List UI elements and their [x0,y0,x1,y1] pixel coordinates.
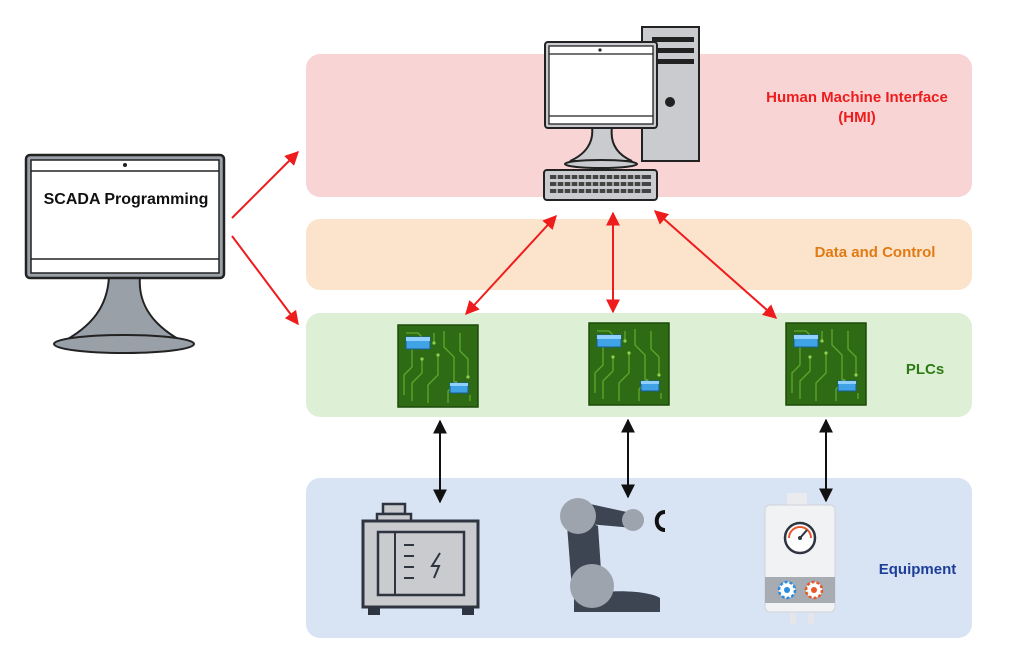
plc-board-icon [588,322,670,406]
equipment-layer-label: Equipment [878,561,957,578]
hmi-plc3-link [653,210,778,319]
hmi-plc1-link [465,214,557,316]
robot-arm-icon [560,498,666,612]
scada-to-hmi-arrow [231,151,299,219]
hmi-layer-label: Human Machine Interface (HMI) [766,89,948,126]
scada-programming-label: SCADA Programming [43,191,209,208]
desktop-computer-icon [544,26,700,169]
plc-board-icon [397,324,479,408]
data-control-layer-label: Data and Control [814,244,936,261]
plc-board-icon [785,322,867,406]
data-control-layer-band [306,219,972,290]
industrial-machine-icon [361,502,480,615]
keyboard-icon [543,169,658,201]
scada-monitor-icon [24,153,226,354]
scada-to-plc-arrow [231,235,299,326]
plc-layer-label: PLCs [905,361,945,378]
boiler-icon [764,493,836,624]
